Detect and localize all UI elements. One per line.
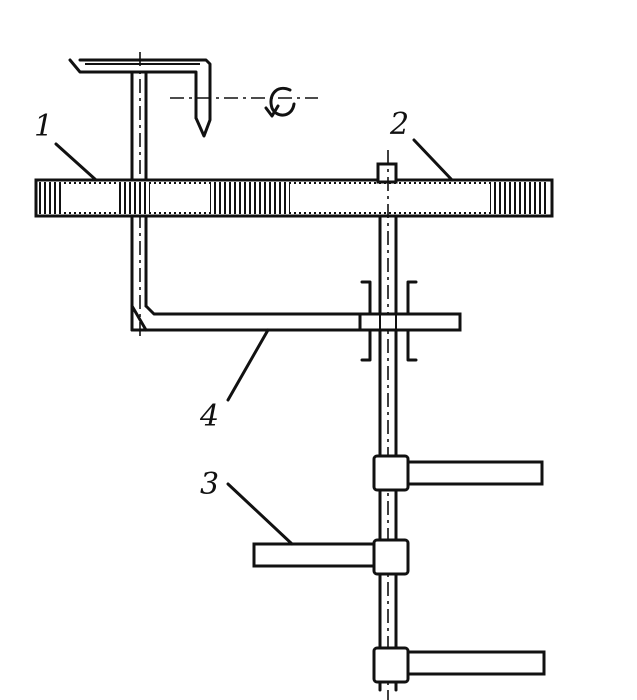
stirrer-arms: [252, 454, 546, 684]
label-4: 4: [199, 399, 219, 434]
label-2: 2: [389, 107, 409, 142]
label-1: 1: [34, 109, 53, 144]
bearing: [358, 280, 462, 362]
label-3: 3: [200, 467, 219, 502]
angle-drive: [68, 58, 212, 138]
rotation-axis: [170, 87, 318, 118]
main-shaft: [376, 150, 398, 700]
gear-wheel: [34, 178, 554, 218]
rotation-arrow-icon: [269, 87, 296, 117]
leader-lines: [54, 138, 454, 546]
